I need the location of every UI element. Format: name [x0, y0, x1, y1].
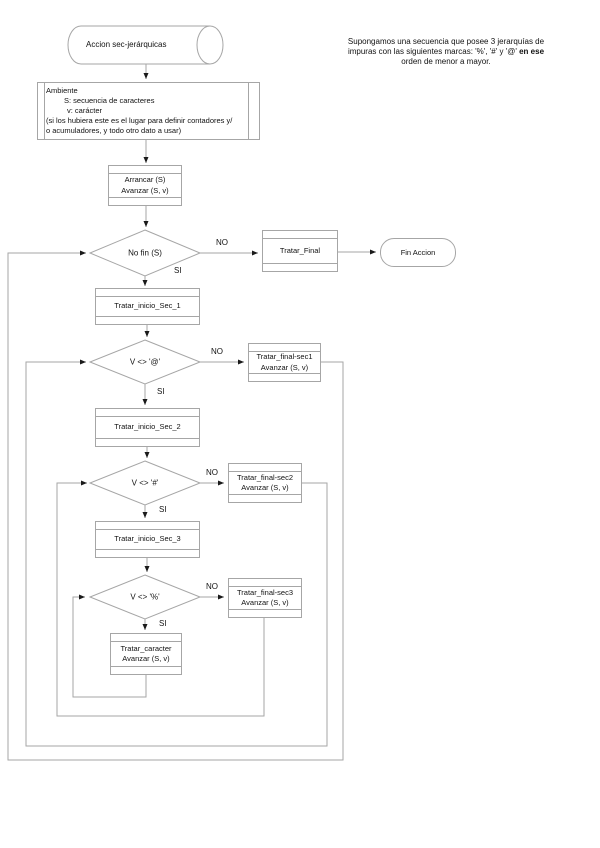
loop-finalsec2-dec1: [25, 359, 328, 747]
loop-finalsec3-dec2: [56, 480, 265, 717]
note-line1: Supongamos una secuencia que posee 3 jer…: [347, 37, 545, 46]
ambiente-box: Ambiente S: secuencia de caracteres v: c…: [37, 82, 260, 140]
si-label-sec2: SI: [159, 505, 167, 514]
inicio-sec2-box: Tratar_inicio_Sec_2: [95, 408, 200, 447]
loop-finalsec1-nofin: [7, 250, 344, 761]
decision-no-fin-label: No fin (S): [128, 248, 162, 258]
final-sec2-line2: Avanzar (S, v): [241, 483, 289, 492]
caracter-line2: Avanzar (S, v): [122, 654, 170, 663]
caracter-box: Tratar_caracter Avanzar (S, v): [110, 633, 182, 675]
no-label-sec1: NO: [211, 347, 223, 356]
final-sec2-box: Tratar_final-sec2 Avanzar (S, v): [228, 463, 302, 503]
ambiente-line: (si los hubiera este es el lugar para de…: [46, 116, 233, 125]
fin-accion-label: Fin Accion: [400, 248, 436, 257]
final-sec3-box: Tratar_final-sec3 Avanzar (S, v): [228, 578, 302, 618]
ambiente-line: S: secuencia de caracteres: [64, 96, 155, 105]
final-sec3-line1: Tratar_final-sec3: [237, 587, 293, 597]
decision-sec1-label: V <> '@': [129, 357, 161, 367]
inicio-sec2-label: Tratar_inicio_Sec_2: [114, 422, 181, 432]
fin-accion-terminator: Fin Accion: [380, 238, 456, 267]
decision-sec3-label: V <> '%': [130, 592, 160, 602]
caracter-line1: Tratar_caracter: [120, 643, 172, 653]
note-line2-bold: en ese: [519, 47, 545, 56]
arrancar-line2: Avanzar (S, v): [121, 185, 169, 195]
inicio-sec1-box: Tratar_inicio_Sec_1: [95, 288, 200, 325]
decision-sec2-label: V <> '#': [131, 478, 159, 488]
final-sec3-line2: Avanzar (S, v): [241, 598, 289, 607]
inicio-sec1-label: Tratar_inicio_Sec_1: [114, 301, 181, 311]
si-label-nofin: SI: [174, 266, 182, 275]
inicio-sec3-box: Tratar_inicio_Sec_3: [95, 521, 200, 558]
tratar-final-box: Tratar_Final: [262, 230, 338, 272]
ambiente-line: o acumuladores, y todo otro dato a usar): [46, 126, 182, 135]
loop-caracter-dec3: [72, 594, 147, 698]
inicio-sec3-label: Tratar_inicio_Sec_3: [114, 534, 181, 544]
ambiente-line: v: carácter: [67, 106, 103, 115]
arrancar-line1: Arrancar (S): [124, 175, 166, 184]
final-sec1-line2: Avanzar (S, v): [260, 362, 309, 372]
final-sec1-line1: Tratar_final-sec1: [256, 352, 313, 361]
no-label-sec3: NO: [206, 582, 218, 591]
start-cylinder-shape: [67, 25, 224, 65]
arrancar-box: Arrancar (S) Avanzar (S, v): [108, 165, 182, 206]
si-label-sec1: SI: [157, 387, 165, 396]
no-label-nofin: NO: [216, 238, 228, 247]
note-paragraph: Supongamos una secuencia que posee 3 jer…: [299, 37, 593, 67]
final-sec1-box: Tratar_final-sec1 Avanzar (S, v): [248, 343, 321, 382]
ambiente-line: Ambiente: [46, 86, 78, 95]
note-line3: orden de menor a mayor.: [401, 57, 491, 66]
note-line2: impuras con las siguientes marcas: '%', …: [347, 47, 517, 56]
tratar-final-label: Tratar_Final: [279, 245, 321, 255]
no-label-sec2: NO: [206, 468, 218, 477]
final-sec2-line1: Tratar_final-sec2: [237, 472, 293, 482]
si-label-sec3: SI: [159, 619, 167, 628]
start-node-label: Accion sec-jerárquicas: [86, 40, 167, 49]
